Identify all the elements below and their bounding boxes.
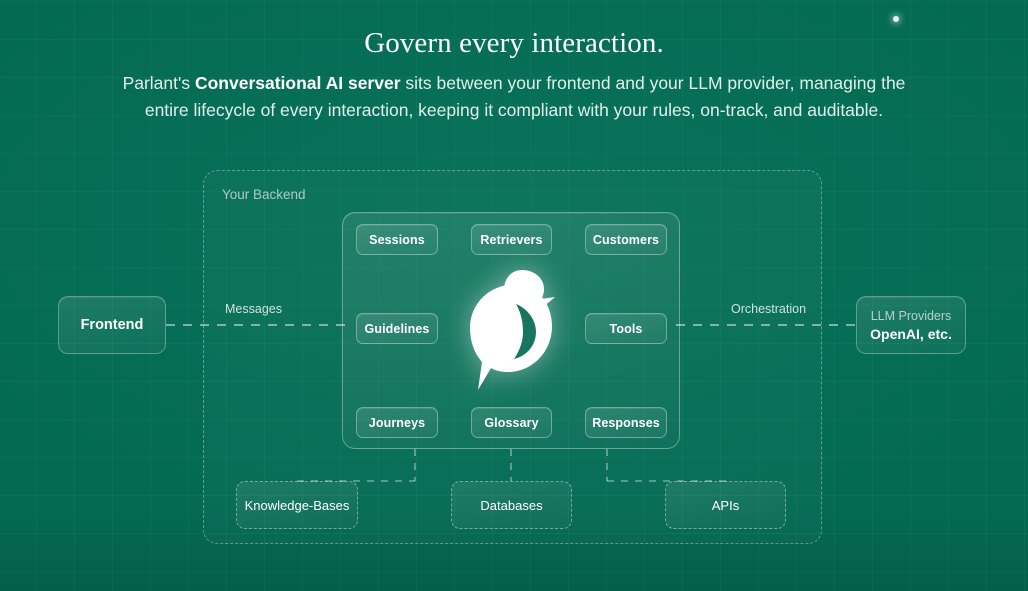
chip-customers[interactable]: Customers [585, 224, 667, 255]
backend-container [203, 170, 822, 544]
node-frontend[interactable]: Frontend [58, 296, 166, 354]
subtitle-text-lead: Parlant's [122, 73, 195, 93]
parlant-parrot-logo [456, 266, 566, 394]
edge-label-messages: Messages [225, 302, 282, 316]
chip-guidelines[interactable]: Guidelines [356, 313, 438, 344]
page-subtitle: Parlant's Conversational AI server sits … [99, 70, 929, 124]
node-llm-subtitle: OpenAI, etc. [870, 325, 952, 342]
chip-journeys[interactable]: Journeys [356, 407, 438, 438]
page-header: Govern every interaction. Parlant's Conv… [0, 24, 1028, 124]
node-llm-title: LLM Providers [870, 308, 952, 323]
chip-tools[interactable]: Tools [585, 313, 667, 344]
chip-databases[interactable]: Databases [451, 481, 572, 529]
chip-knowledge-bases[interactable]: Knowledge-Bases [236, 481, 358, 529]
chip-glossary[interactable]: Glossary [471, 407, 552, 438]
decorative-dot [893, 16, 899, 22]
chip-sessions[interactable]: Sessions [356, 224, 438, 255]
node-frontend-label: Frontend [80, 317, 144, 333]
chip-apis[interactable]: APIs [665, 481, 786, 529]
chip-retrievers[interactable]: Retrievers [471, 224, 552, 255]
subtitle-emphasis: Conversational AI server [194, 73, 401, 93]
edge-label-orchestration: Orchestration [731, 302, 807, 316]
backend-label: Your Backend [222, 187, 306, 202]
page-title: Govern every interaction. [364, 27, 664, 59]
node-llm-providers[interactable]: LLM Providers OpenAI, etc. [856, 296, 966, 354]
chip-responses[interactable]: Responses [585, 407, 667, 438]
